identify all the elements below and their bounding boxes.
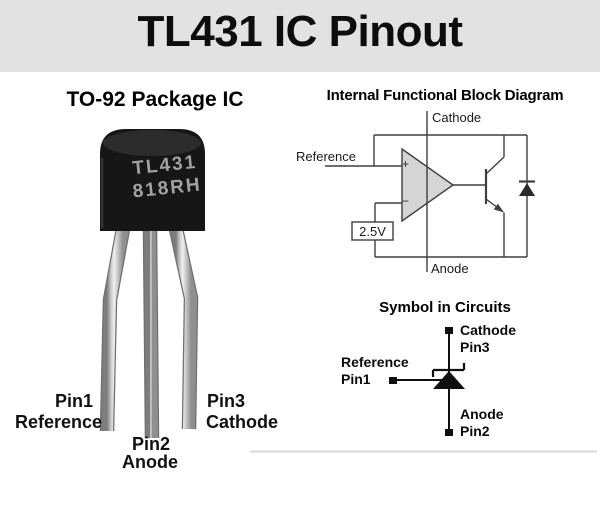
- pin3-leg: [170, 227, 197, 430]
- pin2-name-label: Anode: [122, 452, 178, 472]
- to92-section-heading: TO-92 Package IC: [66, 88, 244, 111]
- pin3-number-label: Pin3: [207, 391, 246, 411]
- pin1-number-label: Pin1: [55, 391, 94, 411]
- to92-package-graphic: [99, 129, 205, 439]
- pin1-leg: [101, 227, 129, 432]
- reference-terminal-dot: [389, 377, 397, 384]
- chip-marking: TL431 818RH: [120, 150, 212, 205]
- vref-box: [351, 221, 394, 241]
- package-body: [100, 129, 205, 231]
- symbol-triangle-icon: [433, 371, 465, 389]
- sym-reference-name: Reference: [341, 354, 409, 370]
- tl431-symbol-graphic: [389, 327, 466, 436]
- sym-cathode-name: Cathode: [460, 322, 516, 338]
- sym-reference-pin: Pin1: [341, 371, 371, 387]
- bd-anode-label: Anode: [431, 261, 469, 276]
- sym-cathode-pin: Pin3: [460, 339, 490, 355]
- page-title: TL431 IC Pinout: [137, 7, 463, 56]
- emitter-arrow-icon: [493, 203, 504, 213]
- pin2-leg: [144, 228, 158, 439]
- title-band: [0, 0, 600, 72]
- package-top-face: [103, 130, 201, 156]
- pin3-name-label: Cathode: [206, 412, 278, 432]
- anode-terminal-dot: [445, 429, 453, 436]
- symbol-section-heading: Symbol in Circuits: [379, 299, 511, 316]
- bd-vref-label: 2.5V: [359, 224, 386, 239]
- block-diagram-graphic: [325, 111, 535, 272]
- cathode-terminal-dot: [445, 327, 453, 334]
- opamp-plus-sign: +: [402, 157, 410, 171]
- sym-anode-name: Anode: [460, 406, 504, 422]
- bd-reference-label: Reference: [296, 149, 356, 164]
- diode-icon: [519, 183, 535, 196]
- package-legs: [99, 227, 199, 439]
- symbol-cathode-bar: [431, 363, 466, 377]
- block-diagram-heading: Internal Functional Block Diagram: [326, 87, 564, 104]
- opamp-minus-sign: −: [402, 194, 410, 208]
- transistor-collector-wire: [485, 135, 505, 175]
- pin2-number-label: Pin2: [132, 434, 171, 454]
- bd-cathode-label: Cathode: [432, 110, 482, 125]
- pin1-name-label: Reference: [15, 412, 103, 432]
- sym-anode-pin: Pin2: [460, 423, 490, 439]
